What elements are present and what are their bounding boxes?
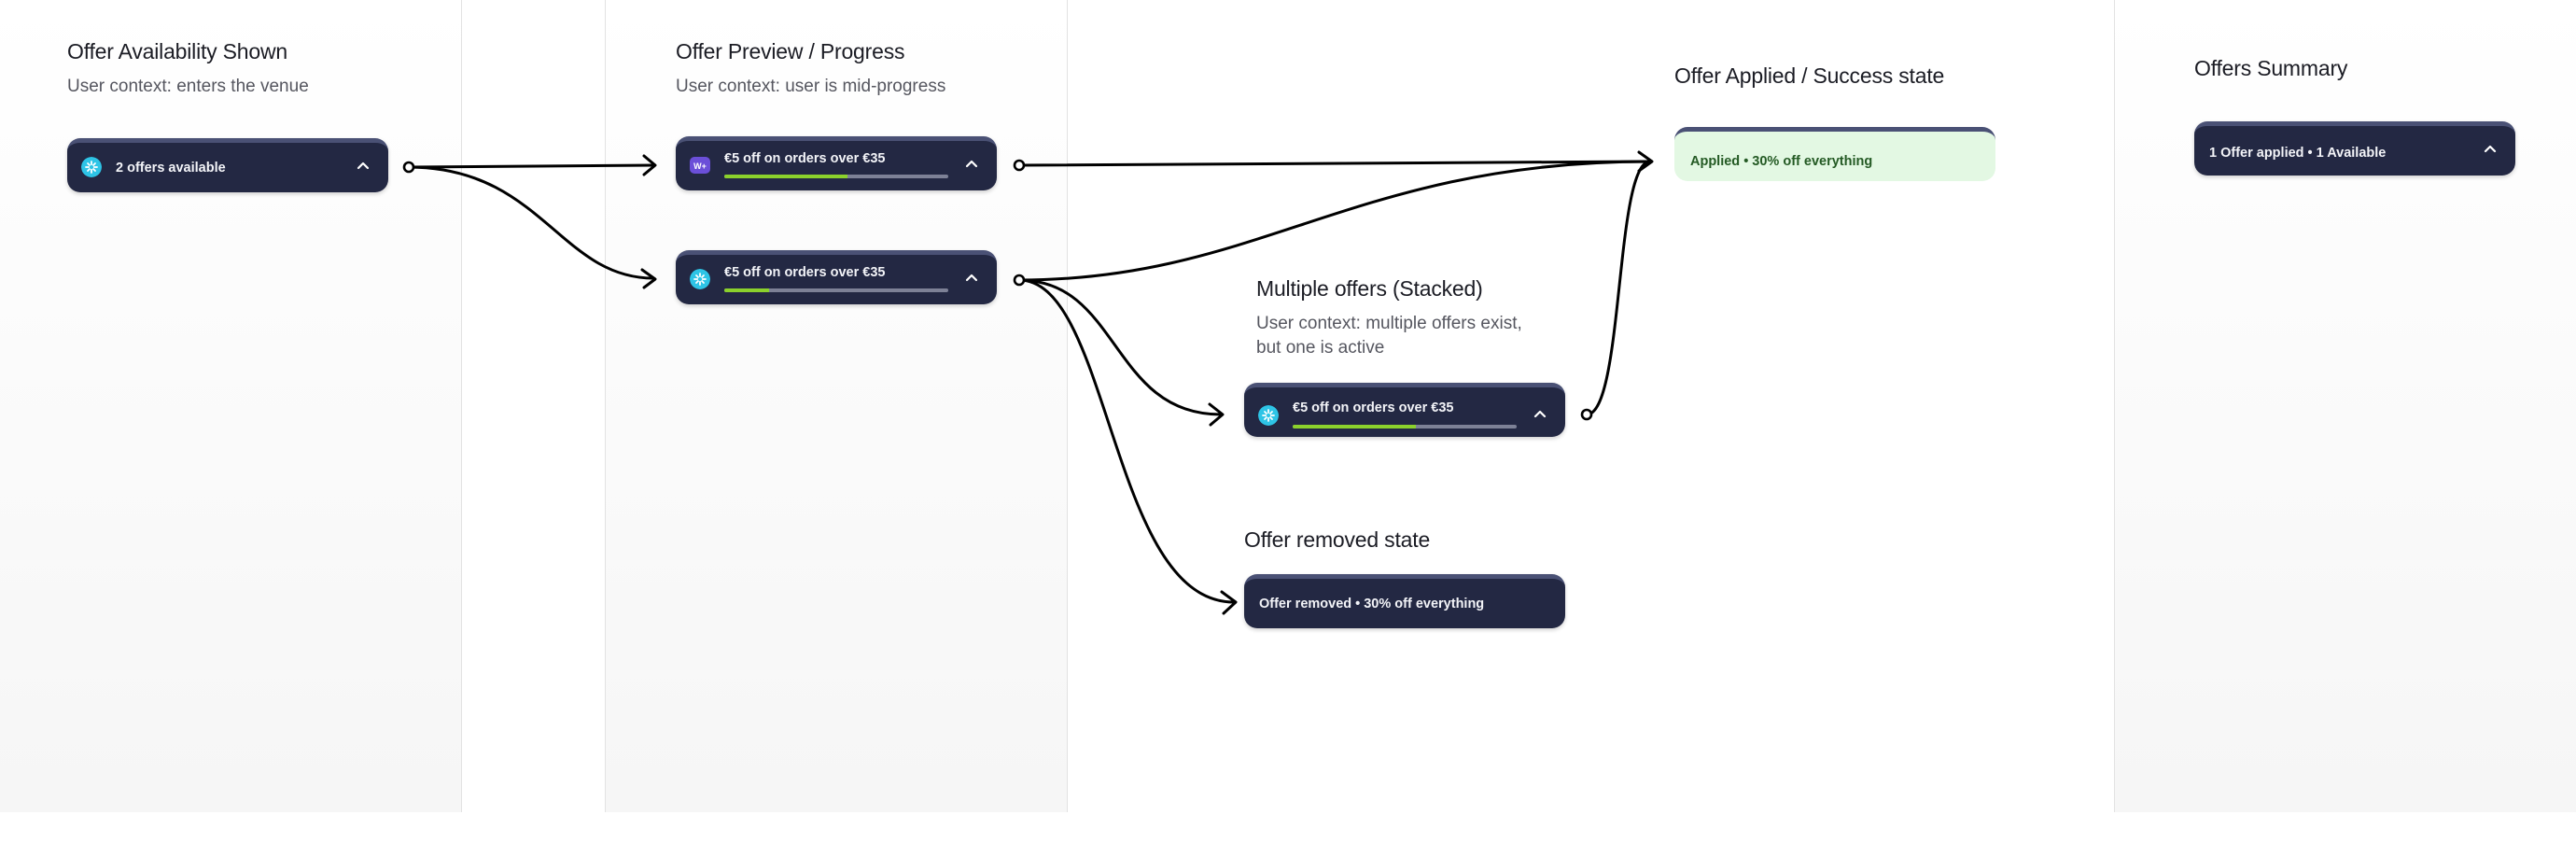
offer-pill-removed[interactable]: Offer removed • 30% off everything (1244, 574, 1565, 628)
svg-text:W+: W+ (693, 162, 707, 171)
chevron-up-icon[interactable] (355, 157, 371, 174)
offer-pill-label: 2 offers available (116, 161, 226, 176)
spinner-logo-icon (690, 269, 710, 289)
connector-preview-2-to-applied (1017, 160, 1652, 282)
offer-pill-label: €5 off on orders over €35 (724, 151, 886, 166)
offer-pill-label: €5 off on orders over €35 (1293, 400, 1454, 415)
chevron-up-icon[interactable] (963, 155, 980, 172)
heading-offer-preview: Offer Preview / Progress (676, 39, 905, 63)
connector-node (1580, 408, 1593, 421)
offer-pill-label: €5 off on orders over €35 (724, 265, 886, 280)
subtitle-offer-availability: User context: enters the venue (67, 77, 309, 96)
arrowhead (1220, 590, 1238, 615)
subtitle-multiple-offers-line1: User context: multiple offers exist, (1256, 314, 1522, 333)
subtitle-multiple-offers-line2: but one is active (1256, 338, 1385, 358)
column-preview-bg (605, 0, 1068, 812)
offer-pill-label: Offer removed • 30% off everything (1259, 597, 1485, 611)
chevron-up-icon[interactable] (2482, 140, 2499, 157)
chevron-up-icon[interactable] (1532, 405, 1548, 422)
connector-preview-1-to-applied (1017, 160, 1652, 167)
spinner-logo-icon (1258, 405, 1279, 426)
offer-pill-availability[interactable]: 2 offers available (67, 138, 388, 192)
heading-offers-summary: Offers Summary (2194, 56, 2348, 80)
heading-multiple-offers: Multiple offers (Stacked) (1256, 276, 1483, 301)
connector-stacked-to-applied (1585, 160, 1652, 416)
spinner-logo-icon (81, 157, 102, 177)
column-availability-bg (0, 0, 462, 812)
offer-pill-applied[interactable]: Applied • 30% off everything (1674, 127, 1995, 181)
progress-bar (724, 175, 948, 178)
offer-pill-stacked[interactable]: €5 off on orders over €35 (1244, 383, 1565, 437)
offer-pill-label: Applied • 30% off everything (1690, 154, 1873, 169)
progress-bar (724, 288, 948, 292)
progress-fill (724, 175, 847, 178)
offer-pill-preview-1[interactable]: W+ €5 off on orders over €35 (676, 136, 997, 190)
offer-pill-preview-2[interactable]: €5 off on orders over €35 (676, 250, 997, 304)
chevron-up-icon[interactable] (963, 269, 980, 286)
progress-fill (724, 288, 769, 292)
heading-offer-applied: Offer Applied / Success state (1674, 63, 1945, 88)
wolt-plus-logo-icon: W+ (690, 157, 710, 174)
heading-offer-removed: Offer removed state (1244, 527, 1431, 552)
progress-bar (1293, 425, 1517, 428)
progress-fill (1293, 425, 1416, 428)
offer-pill-summary[interactable]: 1 Offer applied • 1 Available (2194, 121, 2515, 176)
arrowhead (1208, 402, 1225, 427)
subtitle-offer-preview: User context: user is mid-progress (676, 77, 946, 96)
offer-pill-label: 1 Offer applied • 1 Available (2209, 146, 2387, 161)
arrowhead (1637, 150, 1654, 173)
heading-offer-availability: Offer Availability Shown (67, 39, 287, 63)
